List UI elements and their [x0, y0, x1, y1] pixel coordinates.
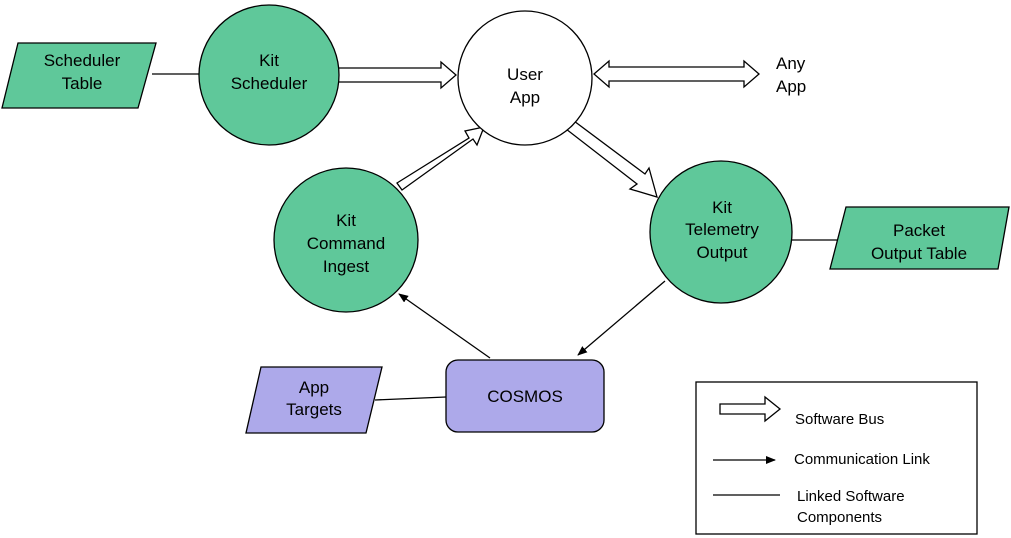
- kit-scheduler-circle: [198, 4, 340, 146]
- link-app-targets-to-cosmos: [374, 396, 447, 401]
- scheduler-table-node[interactable]: Scheduler Table: [1, 42, 157, 109]
- user-app-label-line1: User: [507, 65, 543, 84]
- app-targets-label-line1: App: [299, 378, 329, 397]
- software-bus-arrow-command-ingest-to-user-app: [396, 126, 486, 191]
- software-bus-arrow-user-app-any-app: [593, 59, 760, 89]
- kit-command-ingest-label-line2: Command: [307, 234, 385, 253]
- kit-command-ingest-label-line1: Kit: [336, 211, 356, 230]
- any-app-label-line1: Any: [776, 54, 806, 73]
- packet-output-table-label-line2: Output Table: [871, 244, 967, 263]
- scheduler-table-label-line1: Scheduler: [44, 51, 121, 70]
- packet-output-table-node[interactable]: Packet Output Table: [829, 206, 1010, 270]
- cosmos-node[interactable]: COSMOS: [445, 359, 605, 433]
- legend-linked-components-label-line2: Components: [797, 509, 882, 526]
- cosmos-label: COSMOS: [487, 387, 563, 406]
- app-targets-shape: [245, 366, 383, 434]
- legend-linked-components-label-line1: Linked Software: [797, 488, 905, 505]
- legend-software-bus-icon: [719, 395, 782, 423]
- app-targets-label-line2: Targets: [286, 400, 342, 419]
- packet-output-table-shape: [829, 206, 1010, 270]
- scheduler-table-shape: [1, 42, 157, 109]
- kit-telemetry-output-label-line2: Telemetry: [685, 220, 759, 239]
- kit-scheduler-label-line1: Kit: [259, 51, 279, 70]
- packet-output-table-label-line1: Packet: [893, 221, 945, 240]
- comm-link-cosmos-to-command-ingest: [398, 293, 491, 359]
- user-app-circle: [457, 10, 593, 146]
- app-targets-node[interactable]: App Targets: [245, 366, 383, 434]
- user-app-label-line2: App: [510, 88, 540, 107]
- scheduler-table-label-line2: Table: [62, 74, 103, 93]
- kit-telemetry-output-label-line1: Kit: [712, 198, 732, 217]
- kit-telemetry-output-label-line3: Output: [696, 243, 747, 262]
- comm-link-telemetry-output-to-cosmos: [577, 280, 666, 356]
- software-bus-arrow-user-app-to-telemetry-output: [565, 120, 658, 198]
- cosmos-box: [445, 359, 605, 433]
- legend: Software Bus Communication Link Linked S…: [695, 381, 978, 535]
- legend-software-bus-label: Software Bus: [795, 411, 884, 428]
- any-app-node: Any App: [776, 54, 806, 96]
- kit-command-ingest-circle: [273, 167, 419, 313]
- any-app-label-line2: App: [776, 77, 806, 96]
- software-bus-arrow-scheduler-to-user-app: [334, 60, 457, 90]
- kit-telemetry-output-node[interactable]: Kit Telemetry Output: [649, 160, 793, 304]
- kit-command-ingest-node[interactable]: Kit Command Ingest: [273, 167, 419, 313]
- user-app-node[interactable]: User App: [457, 10, 593, 146]
- kit-scheduler-node[interactable]: Kit Scheduler: [198, 4, 340, 146]
- legend-communication-link-label: Communication Link: [794, 451, 930, 468]
- kit-command-ingest-label-line3: Ingest: [323, 257, 370, 276]
- kit-telemetry-output-circle: [649, 160, 793, 304]
- kit-scheduler-label-line2: Scheduler: [231, 74, 308, 93]
